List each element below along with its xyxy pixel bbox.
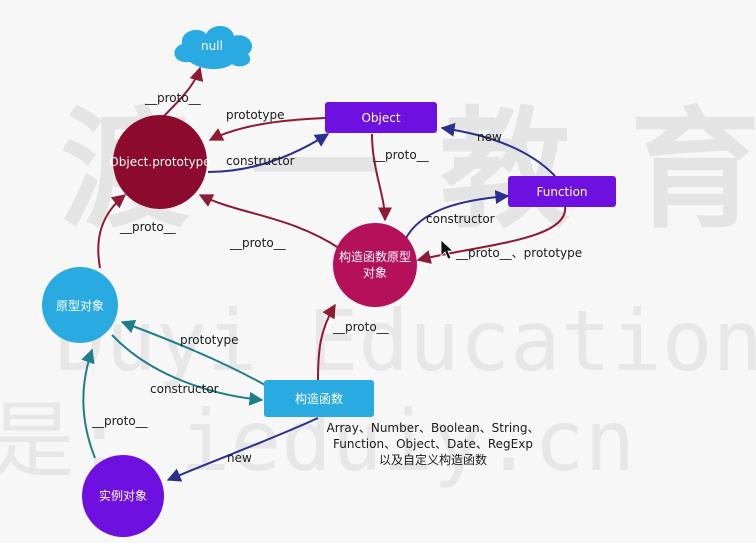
constructor-note-line2: Function、Object、Date、RegExp — [333, 437, 533, 451]
label-proto-obj-to-op: __proto__ — [119, 220, 177, 234]
edge-ctor-to-proto-obj — [120, 319, 266, 386]
node-ctor-prototype-circle — [333, 223, 417, 307]
label-instance-to-proto-obj: __proto__ — [91, 414, 149, 428]
node-instance-label: 实例对象 — [99, 488, 147, 503]
mouse-cursor-icon — [440, 239, 455, 260]
node-object-prototype-label: Object.prototype — [109, 155, 210, 169]
label-object-to-cp: __proto__ — [372, 148, 430, 162]
label-function-to-cp: __proto__、prototype — [455, 246, 582, 260]
label-ctor-to-proto-obj: prototype — [180, 333, 238, 347]
cloud-shape — [174, 25, 253, 70]
constructor-note-line3: 以及自定义构造函数 — [379, 452, 487, 467]
constructor-note-line1: Array、Number、Boolean、String、 — [327, 421, 540, 435]
node-null[interactable]: null — [174, 25, 253, 70]
edges — [81, 66, 567, 482]
node-constructor-fn-box — [264, 380, 374, 417]
node-function[interactable]: Function — [508, 176, 616, 207]
node-ctor-prototype-line2: 对象 — [363, 266, 387, 280]
label-function-to-object: new — [477, 130, 502, 144]
node-instance[interactable]: 实例对象 — [82, 455, 164, 537]
label-object-to-op: prototype — [226, 108, 284, 122]
edge-ctor-to-cp — [317, 303, 336, 381]
node-ctor-prototype-line1: 构造函数原型 — [339, 249, 411, 264]
edge-cp-to-op — [198, 194, 343, 251]
edge-object-to-cp — [371, 133, 392, 222]
label-ctor-to-cp: __proto__ — [332, 320, 390, 334]
edge-op-to-object — [207, 133, 330, 173]
node-constructor-fn[interactable]: 构造函数 — [264, 380, 374, 417]
watermark-en: Duyi Education — [55, 292, 756, 390]
node-function-box — [508, 176, 616, 207]
node-object-box — [325, 102, 437, 133]
edge-op-to-null — [159, 66, 204, 121]
edge-cp-to-function — [404, 190, 510, 241]
node-prototype-object[interactable]: 原型对象 — [42, 267, 118, 343]
watermark-char-4: 育 — [630, 94, 756, 246]
node-function-label: Function — [536, 185, 587, 199]
node-prototype-object-circle — [42, 267, 118, 343]
label-proto-obj-to-ctor: constructor — [150, 382, 219, 396]
edge-labels: __proto__ prototype constructor __proto_… — [91, 91, 582, 465]
node-constructor-fn-label: 构造函数 — [295, 391, 343, 406]
edge-ctor-to-instance — [166, 417, 319, 482]
constructor-note: Array、Number、Boolean、String、 Function、Ob… — [327, 421, 540, 467]
label-cp-to-op: __proto__ — [229, 236, 287, 250]
edge-instance-to-proto-obj — [81, 348, 96, 459]
node-null-label: null — [201, 39, 223, 53]
label-op-to-null: __proto__ — [144, 91, 202, 105]
watermark-url: ieduiy.cn — [180, 392, 635, 490]
node-instance-circle — [82, 455, 164, 537]
node-object[interactable]: Object — [325, 102, 437, 133]
label-cp-to-function: constructor — [426, 212, 495, 226]
edge-proto-obj-to-ctor — [111, 334, 264, 406]
edge-function-to-object — [440, 122, 556, 177]
node-ctor-prototype[interactable]: 构造函数原型 对象 — [333, 223, 417, 307]
node-object-prototype[interactable]: Object.prototype — [109, 115, 211, 209]
label-ctor-to-instance: new — [227, 451, 252, 465]
label-op-to-object: constructor — [226, 154, 295, 168]
node-prototype-object-label: 原型对象 — [56, 299, 104, 313]
node-object-prototype-circle — [113, 115, 207, 209]
edge-object-to-op — [208, 117, 326, 141]
node-object-label: Object — [361, 111, 400, 125]
edge-proto-obj-to-op — [97, 194, 127, 269]
